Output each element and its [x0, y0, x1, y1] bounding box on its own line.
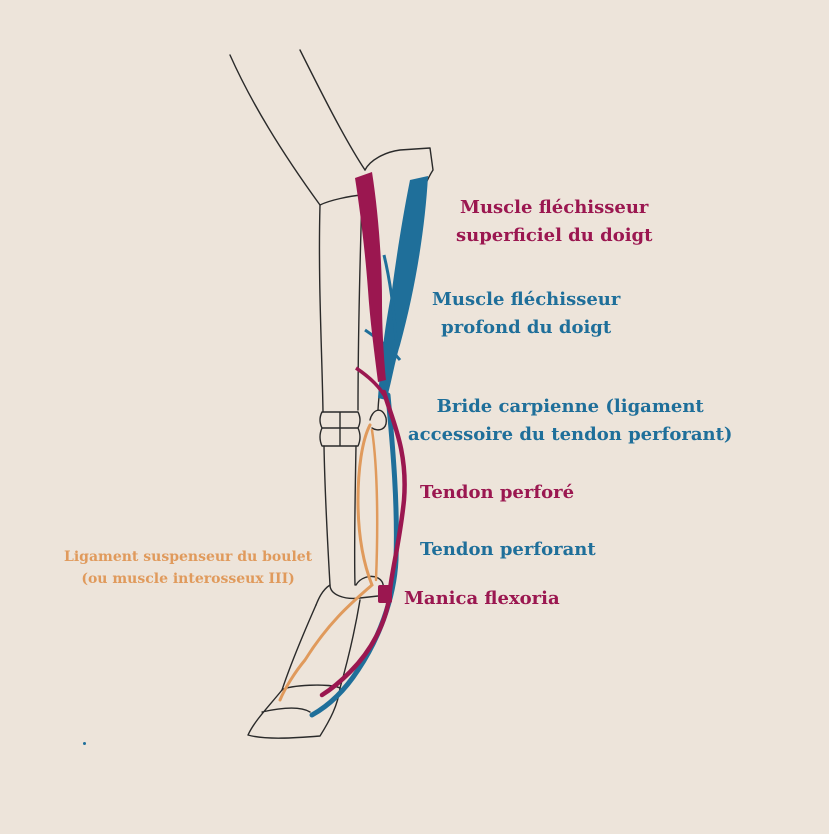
deep-flexor-muscle [378, 176, 428, 400]
fetlock-outline [315, 575, 384, 606]
label-tendon-perfore: Tendon perforé [420, 482, 575, 503]
stray-dot [83, 742, 86, 745]
label-line-2: profond du doigt [441, 317, 612, 338]
label-line-1: Bride carpienne (ligament [436, 396, 704, 417]
label-muscle-flechisseur-superficiel: Muscle fléchisseur superficiel du doigt [456, 194, 652, 250]
suspensory-ligament-branch [370, 428, 379, 582]
label-line-1: Muscle fléchisseur [460, 197, 649, 218]
carpal-bones-outline [319, 409, 387, 447]
label-line-2: superficiel du doigt [456, 225, 653, 246]
label-line-2: (ou muscle interosseux III) [81, 571, 295, 587]
label-line-1: Ligament suspenseur du boulet [64, 549, 313, 565]
label-tendon-perforant: Tendon perforant [420, 539, 596, 560]
label-line-1: Muscle fléchisseur [432, 289, 621, 310]
superficial-flexor-muscle [355, 172, 386, 382]
manica-flexoria-mark [378, 585, 392, 603]
radius-outline [318, 194, 363, 413]
hoof-outline [247, 687, 341, 739]
label-muscle-flechisseur-profond: Muscle fléchisseur profond du doigt [432, 286, 620, 342]
suspensory-ligament [278, 423, 374, 702]
bone-outlines [229, 49, 434, 739]
deep-flexor-branch-1 [364, 328, 402, 361]
label-line-2: accessoire du tendon perforant) [408, 424, 733, 445]
cannon-bone-outline [323, 445, 357, 586]
deep-flexor-branch-2 [382, 254, 398, 341]
label-ligament-suspenseur: Ligament suspenseur du boulet (ou muscle… [64, 546, 312, 590]
label-bride-carpienne: Bride carpienne (ligament accessoire du … [408, 393, 732, 449]
label-manica-flexoria: Manica flexoria [404, 588, 560, 609]
forearm-outline [229, 49, 366, 206]
